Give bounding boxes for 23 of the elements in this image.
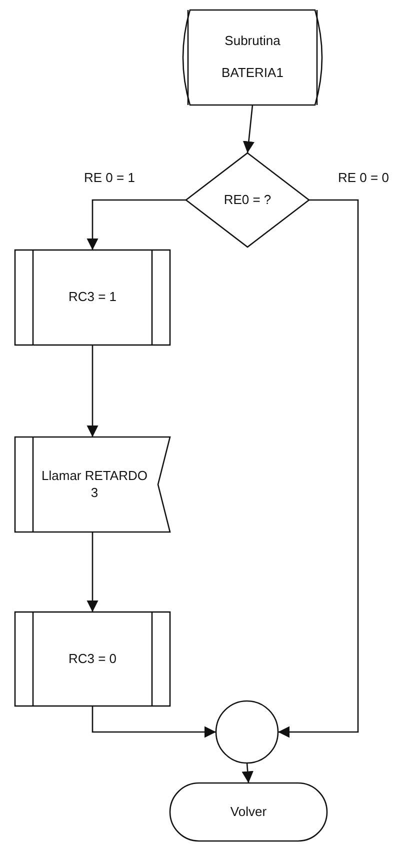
subroutine-terminal — [180, 10, 325, 105]
node-label: RC3 = 1 — [68, 289, 117, 306]
connector-circle — [216, 701, 278, 763]
arrow — [86, 532, 98, 612]
arrow — [278, 199, 359, 738]
edge-label: RE 0 = 1 — [82, 170, 137, 185]
process-box — [15, 250, 170, 345]
arrow — [242, 762, 254, 784]
node-label: Volver — [230, 804, 267, 820]
node-label: Llamar RETARDO 3 — [40, 468, 148, 502]
call-box — [15, 437, 170, 532]
node-label: RE0 = ? — [224, 192, 272, 208]
terminal — [170, 783, 327, 841]
arrow — [92, 706, 216, 738]
node-label: BATERIA1 — [222, 65, 284, 82]
arrow — [86, 199, 186, 250]
decision-diamond — [186, 153, 309, 247]
node-label: RC3 = 0 — [68, 650, 117, 668]
arrow — [242, 104, 255, 154]
node-label: Subrutina — [224, 33, 280, 50]
edge-label: RE 0 = 0 — [336, 170, 391, 185]
process-box — [15, 612, 170, 706]
arrow — [86, 345, 98, 437]
